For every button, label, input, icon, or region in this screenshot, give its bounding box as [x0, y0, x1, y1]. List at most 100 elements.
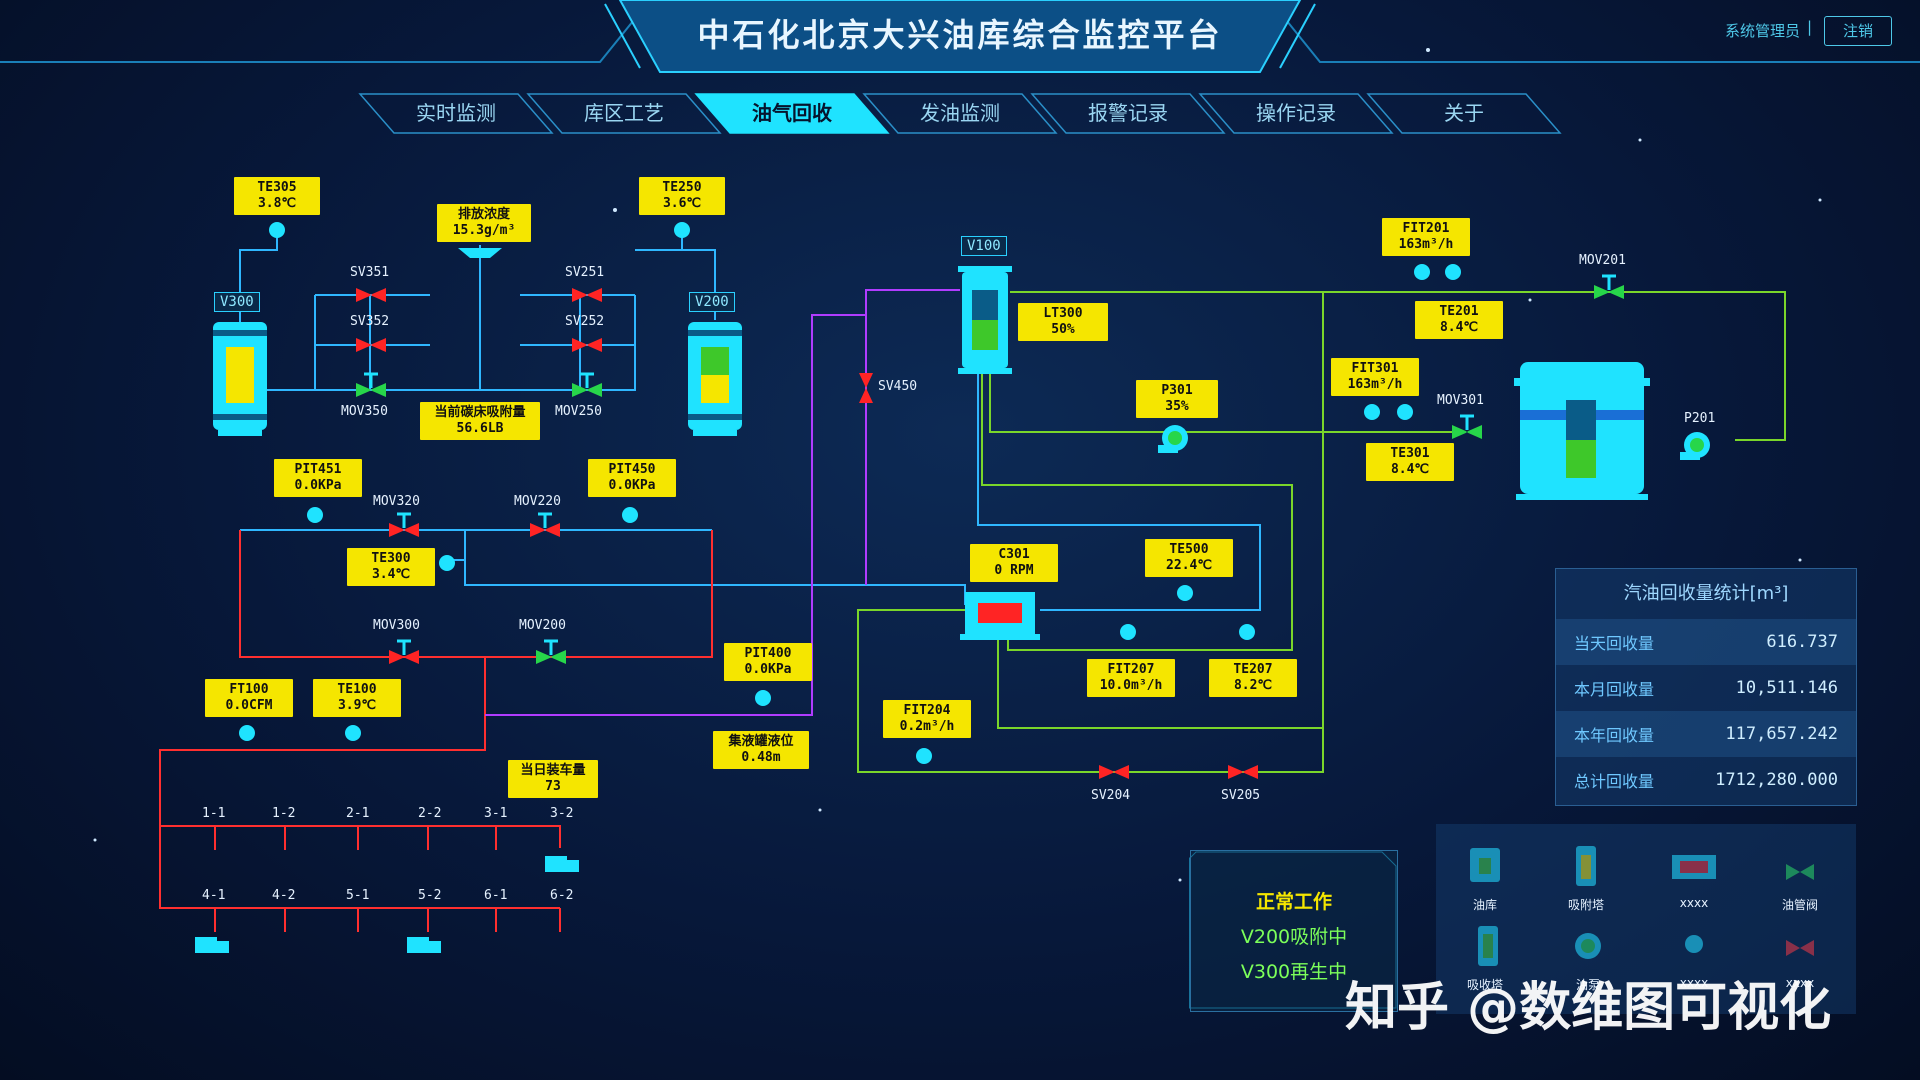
valve-label-sv351: SV351 [350, 265, 390, 280]
pump-p301 [1158, 425, 1188, 453]
legend-label: 油泵 [1575, 978, 1600, 992]
pipes-purple [485, 289, 960, 716]
bay-label: 2-2 [418, 806, 442, 821]
vessel-v200 [688, 322, 742, 436]
tab-alarm-log[interactable]: 报警记录 [1088, 101, 1168, 125]
valves-red [356, 288, 1258, 779]
valve-label-mov201: MOV201 [1579, 253, 1626, 268]
bay-label: 3-2 [550, 806, 574, 821]
tab-operation-log[interactable]: 操作记录 [1256, 101, 1336, 125]
valve-label-mov320: MOV320 [373, 494, 420, 509]
legend-label: 油库 [1472, 898, 1497, 912]
legend-label: xxxx [1785, 976, 1815, 990]
compressor-c301 [960, 592, 1040, 640]
valve-label-sv252: SV252 [565, 314, 605, 329]
legend-label: xxxx [1679, 976, 1709, 990]
legend-label: 吸附塔 [1567, 898, 1604, 912]
header-frame [0, 0, 1920, 73]
oil-tank [1514, 362, 1650, 500]
stars [93, 48, 1822, 882]
bay-label: 4-1 [202, 888, 226, 903]
valve-label-sv205: SV205 [1221, 788, 1261, 803]
legend-label: 油管阀 [1781, 898, 1818, 912]
page-title: 中石化北京大兴油库综合监控平台 [697, 16, 1223, 54]
tab-frames [358, 93, 1562, 134]
current-user: 系统管理员 [1724, 22, 1800, 40]
valve-label-mov350: MOV350 [341, 404, 388, 419]
legend-label: 吸收塔 [1466, 978, 1503, 992]
tab-dispatch-monitor[interactable]: 发油监测 [920, 101, 1000, 125]
emission-cap [458, 248, 502, 258]
bay-label: 6-2 [550, 888, 574, 903]
truck-icons [195, 856, 579, 953]
vessel-v100 [958, 266, 1012, 374]
valve-label-sv450: SV450 [878, 379, 918, 394]
status-line: V200吸附中 [1240, 926, 1348, 948]
bay-label: 2-1 [346, 806, 370, 821]
pipes-green [857, 291, 1786, 773]
pipes-red [159, 530, 713, 932]
stats-title: 汽油回收量统计[m³] [1623, 583, 1789, 604]
system-status-panel: 正常工作 V200吸附中 V300再生中 [1190, 850, 1398, 1012]
bay-label: 5-2 [418, 888, 442, 903]
vessel-v300 [213, 322, 267, 436]
valve-label-sv204: SV204 [1091, 788, 1131, 803]
valve-label-mov300: MOV300 [373, 618, 420, 633]
watermark: 知乎 @数维图可视化 [1345, 978, 1832, 1038]
valve-label-sv251: SV251 [565, 265, 605, 280]
bay-label: 4-2 [272, 888, 296, 903]
legend-label: xxxx [1679, 896, 1709, 910]
tab-realtime-monitor[interactable]: 实时监测 [416, 101, 496, 125]
pump-label-p201: P201 [1684, 411, 1716, 426]
vessel-label-v200: V200 [689, 292, 735, 312]
tab-depot-process[interactable]: 库区工艺 [584, 101, 664, 125]
bay-label: 1-1 [202, 806, 226, 821]
valve-label-mov301: MOV301 [1437, 393, 1484, 408]
logout-button[interactable]: 注销 [1824, 16, 1892, 46]
valve-label-mov250: MOV250 [555, 404, 602, 419]
bay-label: 5-1 [346, 888, 370, 903]
bay-label: 6-1 [484, 888, 508, 903]
valves-green [356, 285, 1624, 664]
vessel-label-v300: V300 [214, 292, 260, 312]
legend-panel [1436, 824, 1856, 1014]
status-line: 正常工作 [1255, 891, 1332, 913]
vessel-label-v100: V100 [961, 236, 1007, 256]
pump-p201 [1680, 432, 1710, 460]
bay-label: 1-2 [272, 806, 296, 821]
tab-about[interactable]: 关于 [1444, 101, 1484, 125]
valve-label-mov200: MOV200 [519, 618, 566, 633]
status-line: V300再生中 [1240, 961, 1348, 983]
header-separator: | [1806, 18, 1812, 36]
bay-label: 3-1 [484, 806, 508, 821]
tab-vapor-recovery[interactable]: 油气回收 [752, 101, 832, 125]
valve-label-sv352: SV352 [350, 314, 390, 329]
valve-actuators [364, 274, 1616, 655]
valve-label-mov220: MOV220 [514, 494, 561, 509]
